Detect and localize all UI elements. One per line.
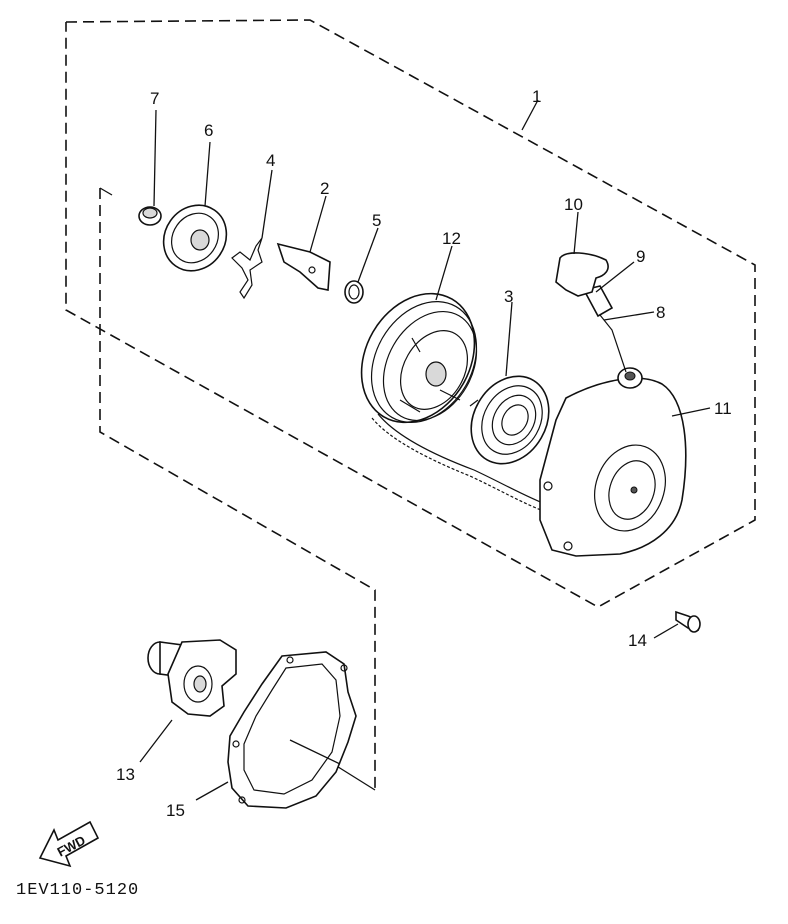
callout-4: 4 <box>266 151 275 170</box>
fwd-arrow: FWD <box>38 820 100 868</box>
callout-13: 13 <box>116 765 135 784</box>
part-2-pawl[interactable] <box>276 242 331 291</box>
starter-rope <box>371 417 547 513</box>
callout-12: 12 <box>442 229 461 248</box>
part-3-spiral-spring[interactable] <box>456 362 564 478</box>
callout-9: 9 <box>636 247 645 266</box>
callout-7: 7 <box>150 89 159 108</box>
part-2-hole <box>308 266 316 274</box>
assembly-boundary-1 <box>65 19 756 608</box>
callout-6: 6 <box>204 121 213 140</box>
assembly-boundary-lower <box>99 188 376 790</box>
part-11-case[interactable] <box>539 367 687 557</box>
callout-2: 2 <box>320 179 329 198</box>
callout-1: 1 <box>532 87 541 106</box>
part-15-gasket[interactable] <box>227 651 357 809</box>
leader-lines <box>139 99 711 801</box>
boundary-end <box>99 187 113 196</box>
starter-rope-outer <box>377 413 551 507</box>
callout-5: 5 <box>372 211 381 230</box>
callout-11: 11 <box>714 399 732 418</box>
callout-8: 8 <box>656 303 665 322</box>
callout-14: 14 <box>628 631 647 650</box>
part-13-drive-cup[interactable] <box>147 639 237 717</box>
part-9-handle-stem[interactable] <box>582 285 614 318</box>
part-14-bolt[interactable] <box>675 610 701 633</box>
part-12-sheave-drum[interactable] <box>339 273 498 443</box>
part-4-spring-clip[interactable] <box>231 237 263 300</box>
diagram-code: 1EV110-5120 <box>16 881 139 900</box>
callout-10: 10 <box>564 195 583 214</box>
callout-15: 15 <box>166 801 185 820</box>
part-8-rope[interactable] <box>595 309 627 373</box>
boundary-lower-end <box>334 764 376 791</box>
part-6-drive-plate[interactable] <box>151 193 239 283</box>
fwd-label: FWD <box>55 832 88 859</box>
part-7-nut[interactable] <box>138 206 162 226</box>
part-5-spring[interactable] <box>344 280 364 304</box>
callout-3: 3 <box>504 287 513 306</box>
